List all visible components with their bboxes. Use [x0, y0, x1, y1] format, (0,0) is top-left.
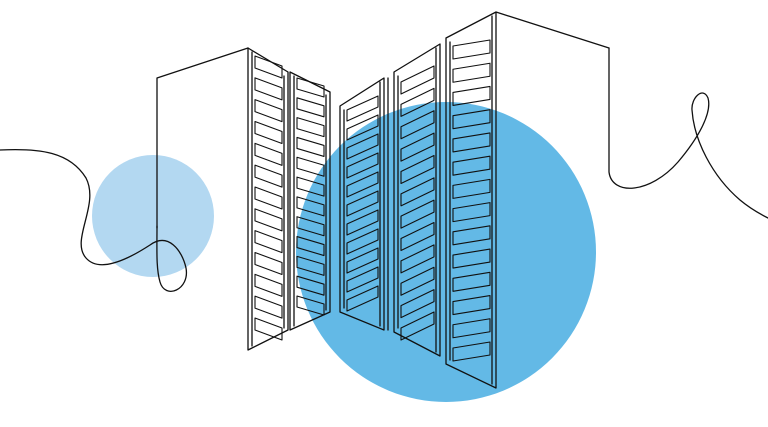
- window-strip: [254, 186, 283, 210]
- window-strip: [346, 266, 379, 293]
- window-strip: [452, 271, 491, 292]
- building-right: [445, 11, 610, 389]
- window-strip: [452, 294, 491, 316]
- window-strip: [346, 171, 379, 198]
- window-strip: [254, 317, 283, 341]
- window-strip: [296, 97, 325, 118]
- window-strip: [400, 311, 435, 341]
- window-strip: [452, 248, 491, 269]
- window-strip: [452, 341, 491, 362]
- window-strip: [254, 55, 283, 79]
- window-strip: [254, 142, 283, 166]
- window-strip: [346, 190, 379, 217]
- window-strip: [296, 156, 325, 177]
- window-strip: [296, 295, 325, 316]
- window-strip: [254, 230, 283, 254]
- window-strip: [346, 247, 379, 274]
- small-blue-circle: [92, 155, 214, 277]
- window-strip: [296, 117, 325, 138]
- window-strip: [400, 289, 435, 319]
- window-strip: [254, 77, 283, 101]
- window-strip: [452, 132, 491, 153]
- window-strip: [346, 95, 379, 122]
- window-strip: [400, 132, 435, 162]
- window-strip: [452, 225, 491, 246]
- window-strip: [346, 152, 379, 179]
- window-strip: [254, 273, 283, 297]
- building-right-windows: [452, 39, 491, 362]
- window-strip: [346, 133, 379, 160]
- window-strip: [400, 65, 435, 95]
- window-strip: [296, 136, 325, 158]
- window-strip: [452, 39, 491, 60]
- window-strip: [254, 208, 283, 232]
- building-middle-left: [289, 71, 331, 331]
- window-strip: [452, 202, 491, 223]
- window-strip: [296, 176, 325, 197]
- right-wavy-line: [608, 47, 768, 219]
- window-strip: [452, 155, 491, 176]
- window-strip: [400, 266, 435, 296]
- left-wavy-line: [0, 148, 187, 292]
- building-middle: [339, 77, 389, 331]
- window-strip: [346, 228, 379, 255]
- window-strip: [400, 199, 435, 229]
- window-strip: [400, 87, 435, 117]
- window-strip: [296, 275, 325, 296]
- window-strip: [400, 177, 435, 207]
- window-strip: [254, 120, 283, 145]
- building-left-windows: [254, 55, 283, 341]
- window-strip: [296, 77, 325, 98]
- window-strip: [346, 114, 379, 141]
- window-strip: [452, 62, 491, 83]
- building-middle-right-windows: [400, 65, 435, 341]
- window-strip: [400, 110, 435, 140]
- window-strip: [254, 99, 283, 123]
- window-strip: [452, 85, 491, 107]
- building-middle-right: [393, 43, 441, 357]
- window-strip: [400, 244, 435, 274]
- window-strip: [400, 221, 435, 252]
- building-middle-windows: [346, 95, 379, 312]
- window-strip: [254, 251, 283, 276]
- building-left: [156, 47, 289, 351]
- window-strip: [254, 295, 283, 319]
- window-strip: [346, 285, 379, 312]
- window-strip: [452, 318, 491, 339]
- window-strip: [400, 154, 435, 185]
- building-middle-left-windows: [296, 77, 325, 316]
- window-strip: [296, 216, 325, 237]
- window-strip: [296, 255, 325, 276]
- window-strip: [452, 109, 491, 130]
- window-strip: [452, 178, 491, 199]
- window-strip: [346, 209, 379, 236]
- window-strip: [296, 196, 325, 217]
- window-strip: [254, 164, 283, 188]
- window-strip: [296, 235, 325, 257]
